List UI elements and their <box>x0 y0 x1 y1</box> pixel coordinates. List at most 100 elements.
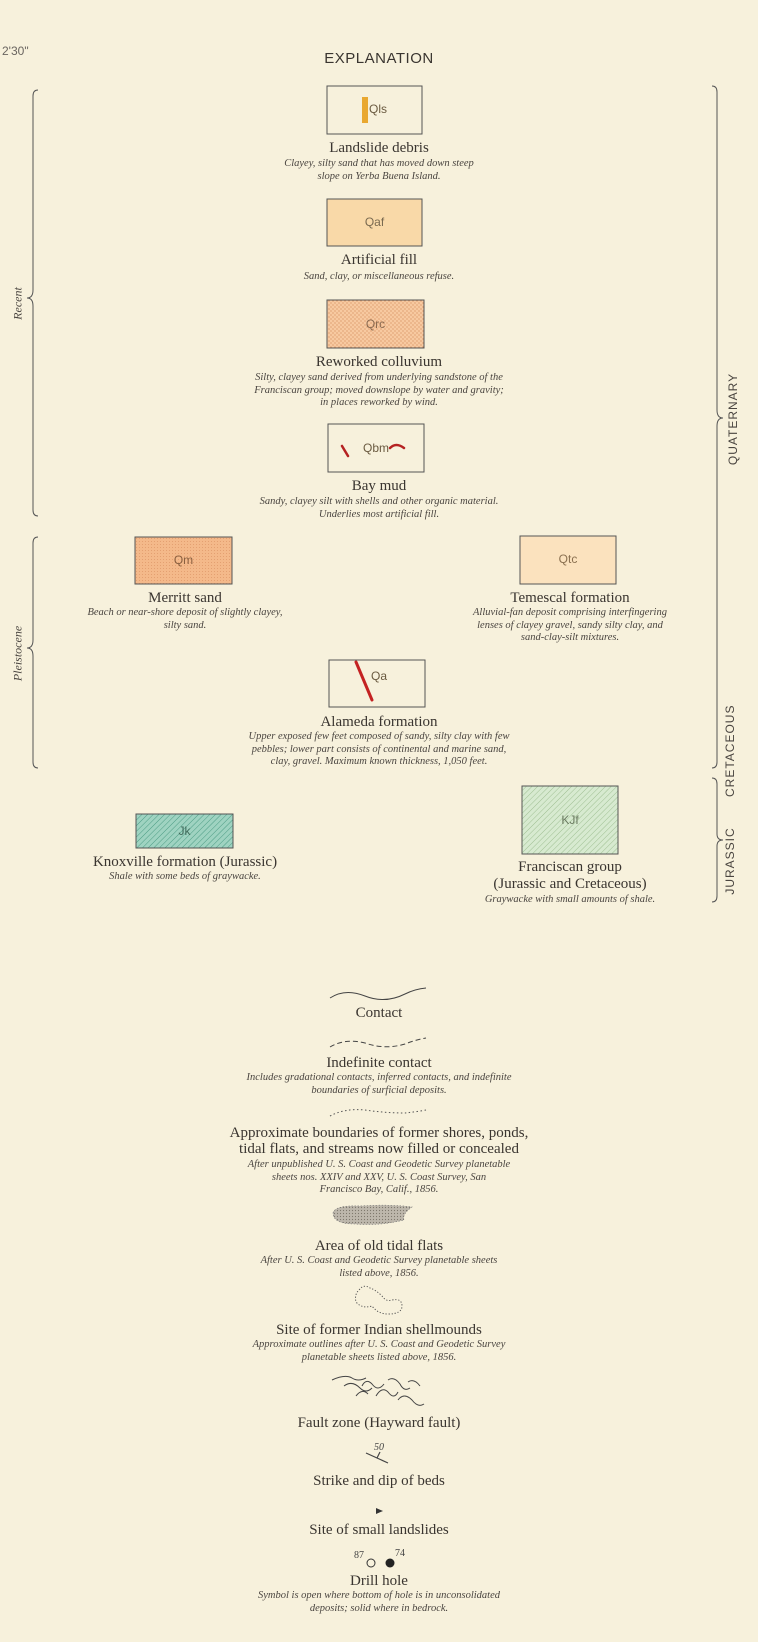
recent-label: Recent <box>10 287 25 320</box>
qbm-desc-line: Underlies most artificial fill. <box>318 508 440 520</box>
indefinite-desc-line: boundaries of surficial deposits. <box>311 1084 447 1096</box>
drill-hole-title: Drill hole <box>350 1573 408 1589</box>
qaf-desc-line: Sand, clay, or miscellaneous refuse. <box>303 271 455 282</box>
solid-drill-hole-value: 74 <box>395 1548 405 1559</box>
shellmound-symbol <box>355 1285 403 1315</box>
qls-patch <box>362 97 368 123</box>
tidal-flats-title: Area of old tidal flats <box>314 1238 444 1254</box>
qa-dike-mark <box>354 660 374 702</box>
former-shores-title: Approximate boundaries of former shores,… <box>0 1125 758 1157</box>
former-shore-symbol <box>329 1109 427 1117</box>
qtc-desc-line: Alluvial-fan deposit comprising interfin… <box>473 607 667 618</box>
qtc-code: Qtc <box>558 552 578 566</box>
qa-desc-line: pebbles; lower part consists of continen… <box>251 743 507 755</box>
qa-description: Upper exposed few feet composed of sandy… <box>0 731 758 769</box>
qm-desc-line: Beach or near-shore deposit of slightly … <box>87 607 283 618</box>
former-shores-title-line: Approximate boundaries of former shores,… <box>229 1125 529 1141</box>
kjf-title: Franciscan group (Jurassic and Cretaceou… <box>430 859 710 893</box>
tidal-flat-symbol <box>332 1204 413 1225</box>
jk-code: Jk <box>178 824 191 838</box>
former-shores-desc-line: After unpublished U. S. Coast and Geodet… <box>247 1159 511 1170</box>
landslide-symbol <box>376 1508 383 1514</box>
recent-bracket <box>26 89 39 517</box>
pleistocene-bracket <box>26 536 39 769</box>
tidal-flats-desc-line: listed above, 1856. <box>339 1267 419 1279</box>
qrc-title: Reworked colluvium <box>315 354 443 370</box>
qls-code: Qls <box>369 102 387 116</box>
qaf-code: Qaf <box>364 215 385 229</box>
jurassic-cretaceous-bracket <box>711 777 724 903</box>
qaf-description: Sand, clay, or miscellaneous refuse. <box>0 271 758 284</box>
qls-desc-line: Clayey, silty sand that has moved down s… <box>284 158 474 169</box>
shellmounds-title: Site of former Indian shellmounds <box>276 1322 482 1338</box>
qrc-code: Qrc <box>365 317 386 331</box>
legend-heading: EXPLANATION <box>324 50 434 67</box>
qrc-desc-line: in places reworked by wind. <box>320 397 438 408</box>
contact-title: Contact <box>355 1005 403 1021</box>
qa-desc-line: Upper exposed few feet composed of sandy… <box>248 731 510 742</box>
qm-desc-line: silty sand. <box>163 619 207 631</box>
kjf-desc-line: Graywacke with small amounts of shale. <box>484 894 656 905</box>
contact-line-symbol <box>329 987 427 1000</box>
qls-title: Landslide debris <box>329 140 429 156</box>
qa-title: Alameda formation <box>320 714 438 730</box>
qtc-description: Alluvial-fan deposit comprising interfin… <box>430 607 710 645</box>
former-shores-desc-line: sheets nos. XXIV and XXV, U. S. Coast Su… <box>271 1171 487 1183</box>
open-drill-hole-value: 87 <box>354 1550 364 1561</box>
qaf-title: Artificial fill <box>340 252 418 268</box>
former-shores-desc-line: Francisco Bay, Calif., 1856. <box>319 1184 439 1195</box>
kjf-code: KJf <box>561 813 579 827</box>
qa-code: Qa <box>371 669 388 683</box>
qm-title: Merritt sand <box>148 590 222 606</box>
qm-description: Beach or near-shore deposit of slightly … <box>40 607 330 632</box>
qrc-description: Silty, clayey sand derived from underlyi… <box>0 372 758 410</box>
shellmounds-desc-line: Approximate outlines after U. S. Coast a… <box>252 1339 506 1350</box>
jurassic-label: JURASSIC <box>723 827 737 895</box>
jk-title: Knoxville formation (Jurassic) <box>92 854 278 870</box>
indefinite-desc-line: Includes gradational contacts, inferred … <box>246 1072 512 1083</box>
qa-desc-line: clay, gravel. Maximum known thickness, 1… <box>270 756 488 767</box>
kjf-title-line: Franciscan group <box>518 859 622 875</box>
qls-desc-line: slope on Yerba Buena Island. <box>317 170 441 182</box>
qbm-description: Sandy, clayey silt with shells and other… <box>0 496 758 521</box>
qrc-desc-line: Franciscan group; moved downslope by wat… <box>254 384 504 396</box>
qrc-desc-line: Silty, clayey sand derived from underlyi… <box>255 372 503 383</box>
qtc-title: Temescal formation <box>510 590 630 606</box>
kjf-title-line: (Jurassic and Cretaceous) <box>493 876 647 892</box>
tidal-flats-desc-line: After U. S. Coast and Geodetic Survey pl… <box>260 1255 498 1266</box>
indefinite-contact-symbol <box>329 1037 427 1048</box>
quaternary-bracket <box>711 85 724 769</box>
former-shores-title-line: tidal flats, and streams now filled or c… <box>239 1141 519 1157</box>
drill-desc-line: Symbol is open where bottom of hole is i… <box>258 1590 500 1601</box>
shellmounds-desc-line: planetable sheets listed above, 1856. <box>301 1351 457 1363</box>
qbm-shell-mark <box>340 444 350 458</box>
open-drill-hole-icon <box>366 1558 376 1568</box>
qbm-desc-line: Sandy, clayey silt with shells and other… <box>259 496 499 507</box>
drill-desc-line: deposits; solid where in bedrock. <box>309 1602 449 1614</box>
indefinite-contact-description: Includes gradational contacts, inferred … <box>0 1072 758 1097</box>
strike-dip-value: 50 <box>374 1442 384 1453</box>
qtc-desc-line: sand-clay-silt mixtures. <box>520 632 620 643</box>
drill-hole-description: Symbol is open where bottom of hole is i… <box>0 1590 758 1615</box>
jk-desc-line: Shale with some beds of graywacke. <box>109 871 261 882</box>
indefinite-contact-title: Indefinite contact <box>326 1055 432 1071</box>
shellmounds-description: Approximate outlines after U. S. Coast a… <box>0 1339 758 1364</box>
tidal-flats-description: After U. S. Coast and Geodetic Survey pl… <box>0 1255 758 1280</box>
qbm-code: Qbm <box>362 441 389 455</box>
qls-description: Clayey, silty sand that has moved down s… <box>0 158 758 183</box>
fault-zone-symbol <box>331 1375 425 1406</box>
strike-dip-title: Strike and dip of beds <box>313 1473 445 1489</box>
corner-coordinate-label: 2'30" <box>2 44 29 58</box>
landslides-title: Site of small landslides <box>309 1522 449 1538</box>
kjf-description: Graywacke with small amounts of shale. <box>430 894 710 907</box>
qbm-shell-mark <box>388 443 406 450</box>
former-shores-description: After unpublished U. S. Coast and Geodet… <box>0 1159 758 1197</box>
fault-zone-title: Fault zone (Hayward fault) <box>297 1415 461 1431</box>
strike-dip-symbol <box>365 1451 389 1464</box>
qbm-title: Bay mud <box>351 478 407 494</box>
pleistocene-label: Pleistocene <box>10 625 25 682</box>
jk-description: Shale with some beds of graywacke. <box>40 871 330 884</box>
solid-drill-hole-icon <box>385 1558 395 1568</box>
qtc-desc-line: lenses of clayey gravel, sandy silty cla… <box>477 619 663 631</box>
